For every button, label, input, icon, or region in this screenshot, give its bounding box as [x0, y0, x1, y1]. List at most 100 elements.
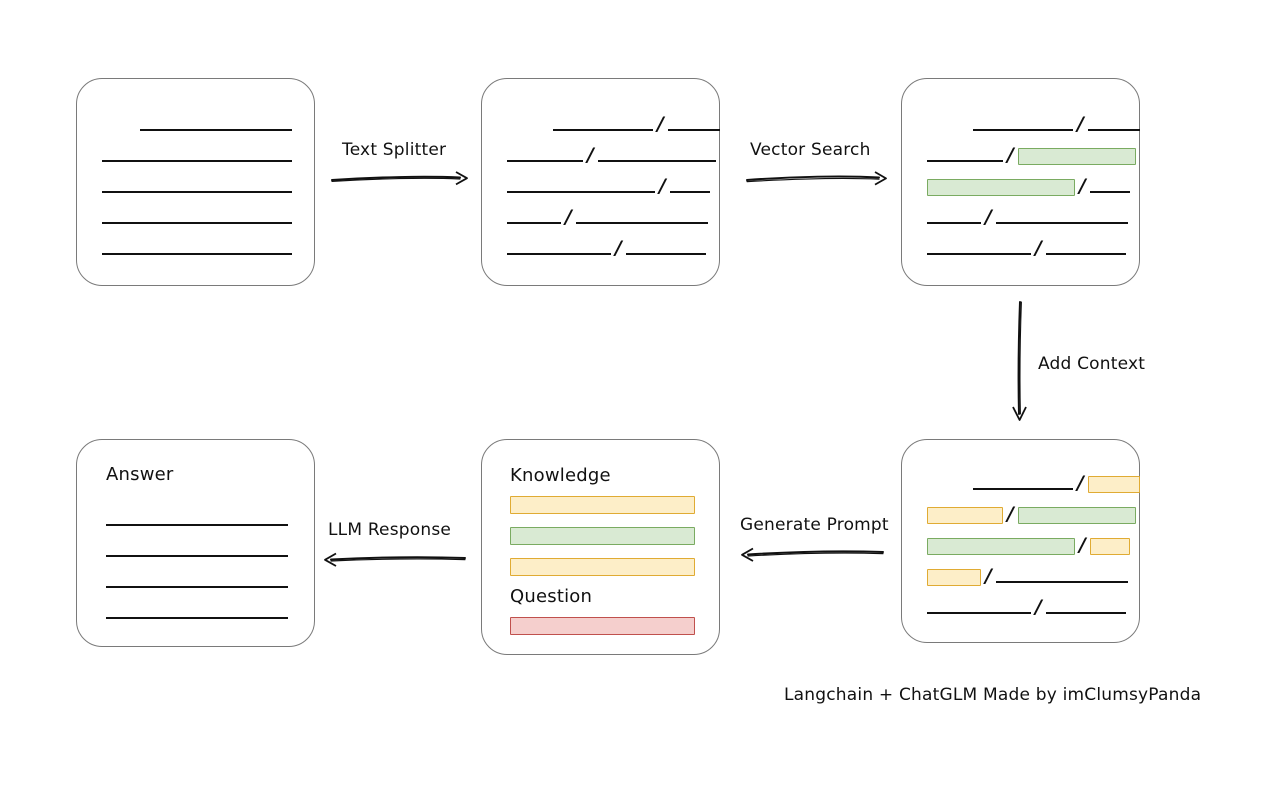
text-line-segment: [927, 160, 1003, 162]
text-line-segment: [995, 222, 1128, 224]
text-line-segment: [973, 488, 1073, 490]
chunk-yellow: [927, 506, 1003, 524]
arrow-generate-prompt-label: Generate Prompt: [740, 515, 889, 535]
split-document-card[interactable]: / / / / /: [481, 78, 720, 286]
text-line-segment: [973, 129, 1073, 131]
doc-row: [102, 179, 292, 195]
text-line-segment: [1045, 253, 1126, 255]
text-line-segment: [927, 222, 981, 224]
arrow-vector-search-label: Vector Search: [750, 140, 871, 160]
text-line-segment: [597, 160, 716, 162]
doc-row: /: [927, 239, 1126, 258]
arrow-text-splitter-line: [331, 171, 468, 186]
answer-card[interactable]: Answer: [76, 439, 315, 647]
question-bar-1: [510, 617, 695, 635]
doc-row: [102, 241, 292, 257]
doc-row: [106, 574, 288, 590]
slash-separator: /: [565, 206, 572, 228]
slash-separator: /: [1007, 503, 1014, 525]
slash-separator: /: [1035, 596, 1042, 618]
doc-row: [106, 543, 288, 559]
answer-heading: Answer: [106, 464, 174, 485]
knowledge-heading: Knowledge: [510, 465, 611, 486]
doc-row: [102, 148, 292, 164]
doc-row: /: [927, 175, 1130, 197]
slash-separator: /: [615, 237, 622, 259]
doc-row: [106, 512, 288, 528]
arrow-llm-response-label: LLM Response: [328, 520, 452, 540]
text-line-segment: [1045, 612, 1126, 614]
slash-separator: /: [1077, 472, 1084, 494]
doc-row: /: [553, 115, 720, 134]
footer-credit: Langchain + ChatGLM Made by imClumsyPand…: [784, 685, 1202, 705]
arrow-add-context-label: Add Context: [1038, 354, 1146, 374]
text-line-segment: [927, 612, 1031, 614]
arrow-llm-response-line: [324, 552, 466, 567]
doc-row: /: [927, 144, 1136, 166]
doc-row: /: [507, 237, 706, 259]
text-line-segment: [507, 191, 655, 193]
doc-row: /: [927, 503, 1136, 525]
text-line-segment: [1089, 191, 1130, 193]
arrow-vector-search-line: [746, 171, 887, 186]
question-heading: Question: [510, 586, 593, 607]
slash-separator: /: [1077, 113, 1084, 135]
text-line-segment: [106, 617, 288, 619]
arrow-vector-search: Vector Search: [745, 140, 890, 190]
chunk-green: [1017, 147, 1136, 165]
text-line-segment: [106, 586, 288, 588]
split-document-rows: / / / / /: [482, 79, 720, 285]
text-line-segment: [102, 160, 292, 162]
doc-row: /: [927, 596, 1126, 618]
doc-row: /: [507, 144, 716, 166]
chunk-green: [927, 537, 1075, 555]
chunk-green: [1017, 506, 1136, 524]
arrow-text-splitter: Text Splitter: [330, 140, 470, 190]
source-document-card[interactable]: [76, 78, 315, 286]
knowledge-bar-2: [510, 527, 695, 545]
text-line-segment: [102, 191, 292, 193]
text-line-segment: [507, 160, 583, 162]
text-line-segment: [995, 581, 1128, 583]
text-line-segment: [669, 191, 710, 193]
text-line-segment: [102, 222, 292, 224]
doc-row: /: [927, 534, 1130, 556]
arrow-generate-prompt-line: [741, 547, 884, 562]
arrow-text-splitter-label: Text Splitter: [342, 140, 447, 160]
slash-separator: /: [1079, 175, 1086, 197]
text-line-segment: [102, 253, 292, 255]
slash-separator: /: [587, 144, 594, 166]
slash-separator: /: [1007, 144, 1014, 166]
answer-rows: [77, 440, 314, 646]
source-document-rows: [77, 79, 314, 285]
text-line-segment: [553, 129, 653, 131]
knowledge-bar-1: [510, 496, 695, 514]
text-line-segment: [140, 129, 292, 131]
slash-separator: /: [659, 175, 666, 197]
arrow-generate-prompt: Generate Prompt: [740, 515, 889, 565]
text-line-segment: [575, 222, 708, 224]
chunk-yellow: [1089, 537, 1130, 555]
doc-row: /: [927, 206, 1128, 228]
doc-row: /: [507, 175, 710, 197]
doc-row: /: [507, 206, 708, 228]
text-line-segment: [106, 555, 288, 557]
arrow-add-context: Add Context: [1000, 300, 1170, 425]
context-document-card[interactable]: /////: [901, 439, 1140, 643]
context-document-rows: /////: [902, 440, 1140, 642]
matched-document-card[interactable]: / / / / /: [901, 78, 1140, 286]
chunk-green: [927, 178, 1075, 196]
arrow-add-context-line: [1012, 301, 1027, 421]
text-line-segment: [507, 222, 561, 224]
text-line-segment: [625, 253, 706, 255]
chunk-yellow: [1087, 475, 1140, 493]
matched-document-rows: / / / / /: [902, 79, 1140, 285]
doc-row: /: [973, 472, 1140, 494]
slash-separator: /: [985, 206, 992, 228]
text-line-segment: [507, 253, 611, 255]
doc-row: [106, 605, 288, 621]
prompt-card[interactable]: Knowledge Question: [481, 439, 720, 655]
text-line-segment: [1087, 129, 1140, 131]
slash-separator: /: [1079, 534, 1086, 556]
